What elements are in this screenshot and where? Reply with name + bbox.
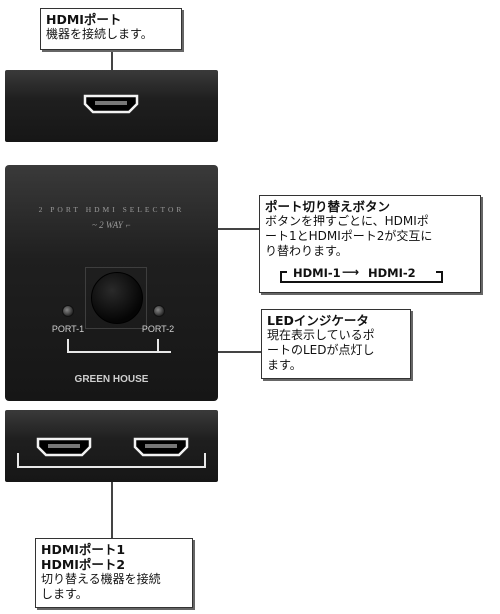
callout-line: り替わります。 <box>265 244 348 258</box>
leader-line-input-ports <box>111 482 113 540</box>
led-icon <box>153 305 165 317</box>
ports-bracket <box>17 453 19 467</box>
ports-bracket <box>17 466 206 468</box>
callout-switch-button: ポート切り替えボタン ボタンを押すごとに、HDMIポ ート1とHDMIポート2が… <box>259 195 481 293</box>
ports-bracket <box>204 453 206 467</box>
flow-to: HDMI-2 <box>367 266 417 280</box>
callout-title: HDMIポート <box>46 12 122 27</box>
flow-from: HDMI-1 <box>292 266 342 280</box>
hdmi-port-icon[interactable] <box>83 94 139 114</box>
flow-cap-right <box>436 271 443 273</box>
callout-line: ートのLEDが点灯し <box>267 343 375 357</box>
led-bracket <box>67 351 171 353</box>
flow-bracket-right <box>441 271 443 282</box>
callout-line: します。 <box>41 587 88 601</box>
push-button-icon[interactable] <box>91 272 143 324</box>
flow-cap-left <box>280 271 287 273</box>
callout-title: HDMIポート1 <box>41 542 126 557</box>
hdmi-port-icon[interactable] <box>133 437 189 457</box>
callout-line: 現在表示しているポ <box>267 328 375 342</box>
subtitle-dash-left: ~ <box>91 220 100 230</box>
port-1-label: PORT-1 <box>51 324 85 334</box>
model-subtitle: ~ 2 WAY ⌐ <box>5 220 218 230</box>
callout-line: 切り替える機器を接続 <box>41 572 161 586</box>
led-icon <box>62 305 74 317</box>
brand-logo: GREEN HOUSE <box>74 374 149 385</box>
subtitle-dash-right: ⌐ <box>122 220 132 230</box>
hdmi-port-icon[interactable] <box>36 437 92 457</box>
callout-input-ports: HDMIポート1 HDMIポート2 切り替える機器を接続 します。 <box>35 538 193 608</box>
subtitle-text: 2 WAY <box>99 220 123 230</box>
callout-line: ます。 <box>267 358 302 372</box>
callout-line: ボタンを押すごとに、HDMIポ <box>265 214 429 228</box>
callout-line: ート1とHDMIポート2が交互に <box>265 229 433 243</box>
flow-arrow-icon: ⟶ <box>342 265 360 279</box>
port-2-label: PORT-2 <box>141 324 175 334</box>
callout-led-indicator: LEDインジケータ 現在表示しているポ ートのLEDが点灯し ます。 <box>261 309 411 379</box>
flow-bracket-base <box>280 281 443 283</box>
switch-button-frame <box>85 267 147 329</box>
callout-hdmi-port: HDMIポート 機器を接続します。 <box>40 8 182 50</box>
switch-flow: HDMI-1 ⟶ HDMI-2 <box>280 265 450 286</box>
callout-title: HDMIポート2 <box>41 557 126 572</box>
callout-title: ポート切り替えボタン <box>265 199 391 214</box>
callout-title: LEDインジケータ <box>267 313 369 328</box>
callout-text: 機器を接続します。 <box>46 27 153 41</box>
led-bracket <box>67 339 69 352</box>
led-bracket <box>157 339 159 352</box>
flow-bracket-left <box>280 271 282 282</box>
model-name: 2 PORT HDMI SELECTOR <box>38 205 185 214</box>
